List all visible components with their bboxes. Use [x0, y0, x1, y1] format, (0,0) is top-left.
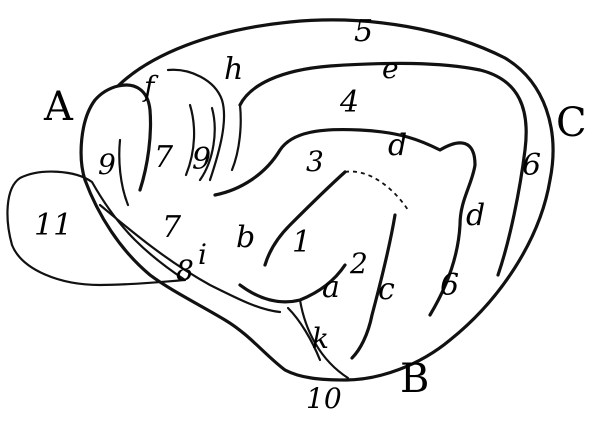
label-6a: 6: [522, 148, 542, 183]
label-5: 5: [354, 14, 374, 49]
frontal-fold-2: [166, 68, 226, 182]
frontal-fold-3: [184, 103, 196, 177]
sulcus-k: [286, 306, 322, 362]
region-label-c: C: [556, 100, 587, 146]
label-8: 8: [176, 254, 194, 287]
olfactory-tract-line: [98, 203, 282, 314]
label-d1: d: [388, 128, 408, 163]
label-4: 4: [340, 85, 360, 120]
label-7a: 7: [154, 140, 174, 175]
label-1: 1: [292, 225, 312, 260]
sulcus-h-branch: [230, 103, 242, 172]
hemisphere-outline: [79, 18, 555, 382]
temporal-curve: [298, 298, 350, 380]
sulcus-e: [238, 61, 528, 277]
sulcus-c: [350, 213, 397, 360]
label-2: 2: [350, 247, 368, 280]
sulcus-d: [213, 127, 477, 317]
label-9a: 9: [98, 148, 116, 181]
label-10: 10: [306, 382, 342, 415]
label-k: k: [312, 322, 329, 355]
label-h: h: [224, 52, 244, 87]
olfactory-lobe-outline: [6, 170, 187, 287]
dashed-connection: [344, 170, 409, 211]
label-c: c: [378, 272, 395, 307]
label-i: i: [198, 238, 207, 271]
label-9b: 9: [192, 142, 212, 177]
label-b: b: [236, 220, 256, 255]
label-e: e: [382, 52, 399, 85]
frontal-pole-curve: [116, 83, 153, 192]
frontal-fold-4: [198, 106, 216, 182]
label-f: f: [144, 70, 155, 103]
label-7b: 7: [162, 210, 182, 245]
label-6b: 6: [440, 268, 460, 303]
label-a: a: [322, 270, 340, 305]
frontal-fold-1: [118, 138, 130, 207]
label-d2: d: [466, 198, 486, 233]
label-3: 3: [306, 145, 324, 178]
region-label-b: B: [400, 356, 430, 402]
region-label-a: A: [44, 84, 73, 130]
label-11: 11: [34, 208, 73, 243]
sulcus-b: [263, 170, 347, 267]
